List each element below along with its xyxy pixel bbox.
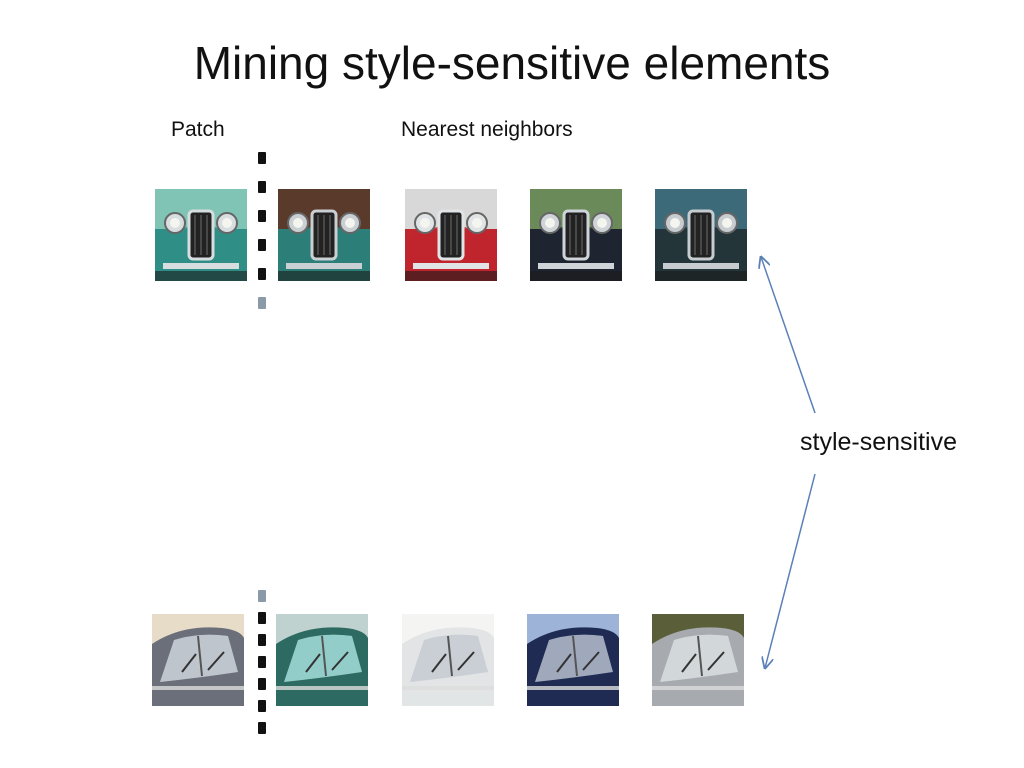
arrow-down — [765, 473, 816, 668]
arrow-up — [761, 257, 816, 414]
thumb-row2-2 — [276, 614, 368, 706]
thumb-row2-5 — [652, 614, 744, 706]
style-sensitive-label: style-sensitive — [800, 428, 957, 456]
thumb-row1-4 — [530, 189, 622, 281]
thumb-row2-4 — [527, 614, 619, 706]
thumb-row2-3 — [402, 614, 494, 706]
thumb-row1-2 — [278, 189, 370, 281]
patch-label: Patch — [171, 118, 225, 141]
thumb-row1-5 — [655, 189, 747, 281]
separator-dashed-bottom — [258, 590, 266, 746]
thumb-row1-1 — [155, 189, 247, 281]
thumb-row2-1 — [152, 614, 244, 706]
thumb-row1-3 — [405, 189, 497, 281]
nearest-neighbors-label: Nearest neighbors — [401, 118, 573, 141]
slide-title: Mining style-sensitive elements — [193, 37, 831, 89]
separator-dashed-top — [258, 152, 266, 317]
